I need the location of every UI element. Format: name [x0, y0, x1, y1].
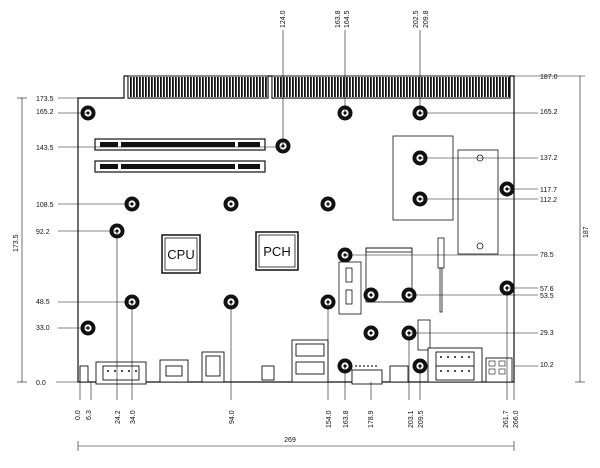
dim-164-5: 164.5 [344, 10, 351, 28]
dim-bottom-178-9: 178.9 [368, 410, 375, 428]
pch-label: PCH [263, 244, 290, 259]
dim-left-173-5: 173.5 [36, 96, 54, 103]
dim-left-108-5: 108.5 [36, 202, 54, 209]
dim-right-117-7: 117.7 [540, 187, 557, 194]
dim-bottom-154-0: 154.0 [326, 410, 333, 428]
cpu-chip: CPU [161, 234, 201, 274]
io-connector-pins [107, 356, 506, 375]
dim-bottom-0-0: 0.0 [75, 410, 82, 420]
bottom-dimension-labels: 0.0 6.3 24.2 34.0 94.0 154.0 163.8 178.9… [75, 410, 520, 444]
left-dimension-labels: 173.5 165.2 143.5 108.5 92.2 48.5 33.0 0… [13, 96, 54, 387]
top-dimension-labels: 124.0 163.8 164.5 202.5 209.8 [280, 10, 430, 28]
dim-left-height: 173.5 [13, 234, 20, 252]
dim-163-8: 163.8 [335, 10, 342, 28]
dim-202-5: 202.5 [413, 10, 420, 28]
dim-left-165-2: 165.2 [36, 109, 54, 116]
dim-bottom-width: 269 [284, 437, 296, 444]
right-dimension-labels: 187.0 165.2 137.2 117.7 112.2 78.5 57.6 … [540, 74, 590, 369]
dim-bottom-6-3: 6.3 [86, 410, 93, 420]
leader-lines [58, 97, 538, 400]
dim-left-0-0: 0.0 [36, 380, 46, 387]
dimension-lines [17, 30, 585, 451]
dim-bottom-266-0: 266.0 [513, 410, 520, 428]
dim-bottom-261-7: 261.7 [503, 410, 510, 428]
dim-right-53-5: 53.5 [540, 293, 554, 300]
dim-right-57-6: 57.6 [540, 286, 554, 293]
pch-chip: PCH [255, 231, 299, 271]
dim-bottom-163-8: 163.8 [343, 410, 350, 428]
edge-connector-left [127, 75, 269, 99]
dim-bottom-24-2: 24.2 [115, 410, 122, 424]
dim-left-143-5: 143.5 [36, 145, 54, 152]
memory-slot-2 [94, 160, 266, 173]
dim-right-78-5: 78.5 [540, 252, 554, 259]
component-block-a [392, 135, 499, 255]
io-connectors [79, 339, 513, 385]
dim-right-187-0: 187.0 [540, 74, 558, 81]
dim-right-29-3: 29.3 [540, 330, 554, 337]
memory-slot-1 [94, 138, 266, 151]
mounting-hole [363, 325, 379, 341]
mounting-hole [223, 196, 239, 212]
dim-right-165-2: 165.2 [540, 109, 558, 116]
cpu-label: CPU [167, 247, 194, 262]
dim-bottom-94-0: 94.0 [229, 410, 236, 424]
dim-bottom-203-1: 203.1 [408, 410, 415, 428]
edge-connector-right [271, 75, 511, 99]
dim-124: 124.0 [280, 10, 287, 28]
dim-209-8: 209.8 [423, 10, 430, 28]
dim-bottom-34-0: 34.0 [130, 410, 137, 424]
dim-bottom-209-5: 209.5 [418, 410, 425, 428]
board-outline [77, 75, 515, 383]
header-block-middle [338, 237, 445, 351]
dim-right-137-2: 137.2 [540, 155, 558, 162]
dim-right-112-2: 112.2 [540, 197, 557, 204]
dim-right-height: 187 [583, 226, 590, 238]
dim-left-92-2: 92.2 [36, 229, 50, 236]
dim-right-10-2: 10.2 [540, 362, 554, 369]
dim-left-33-0: 33.0 [36, 325, 50, 332]
mounting-hole [320, 196, 336, 212]
dim-left-48-5: 48.5 [36, 299, 50, 306]
mounting-hole [363, 287, 379, 303]
